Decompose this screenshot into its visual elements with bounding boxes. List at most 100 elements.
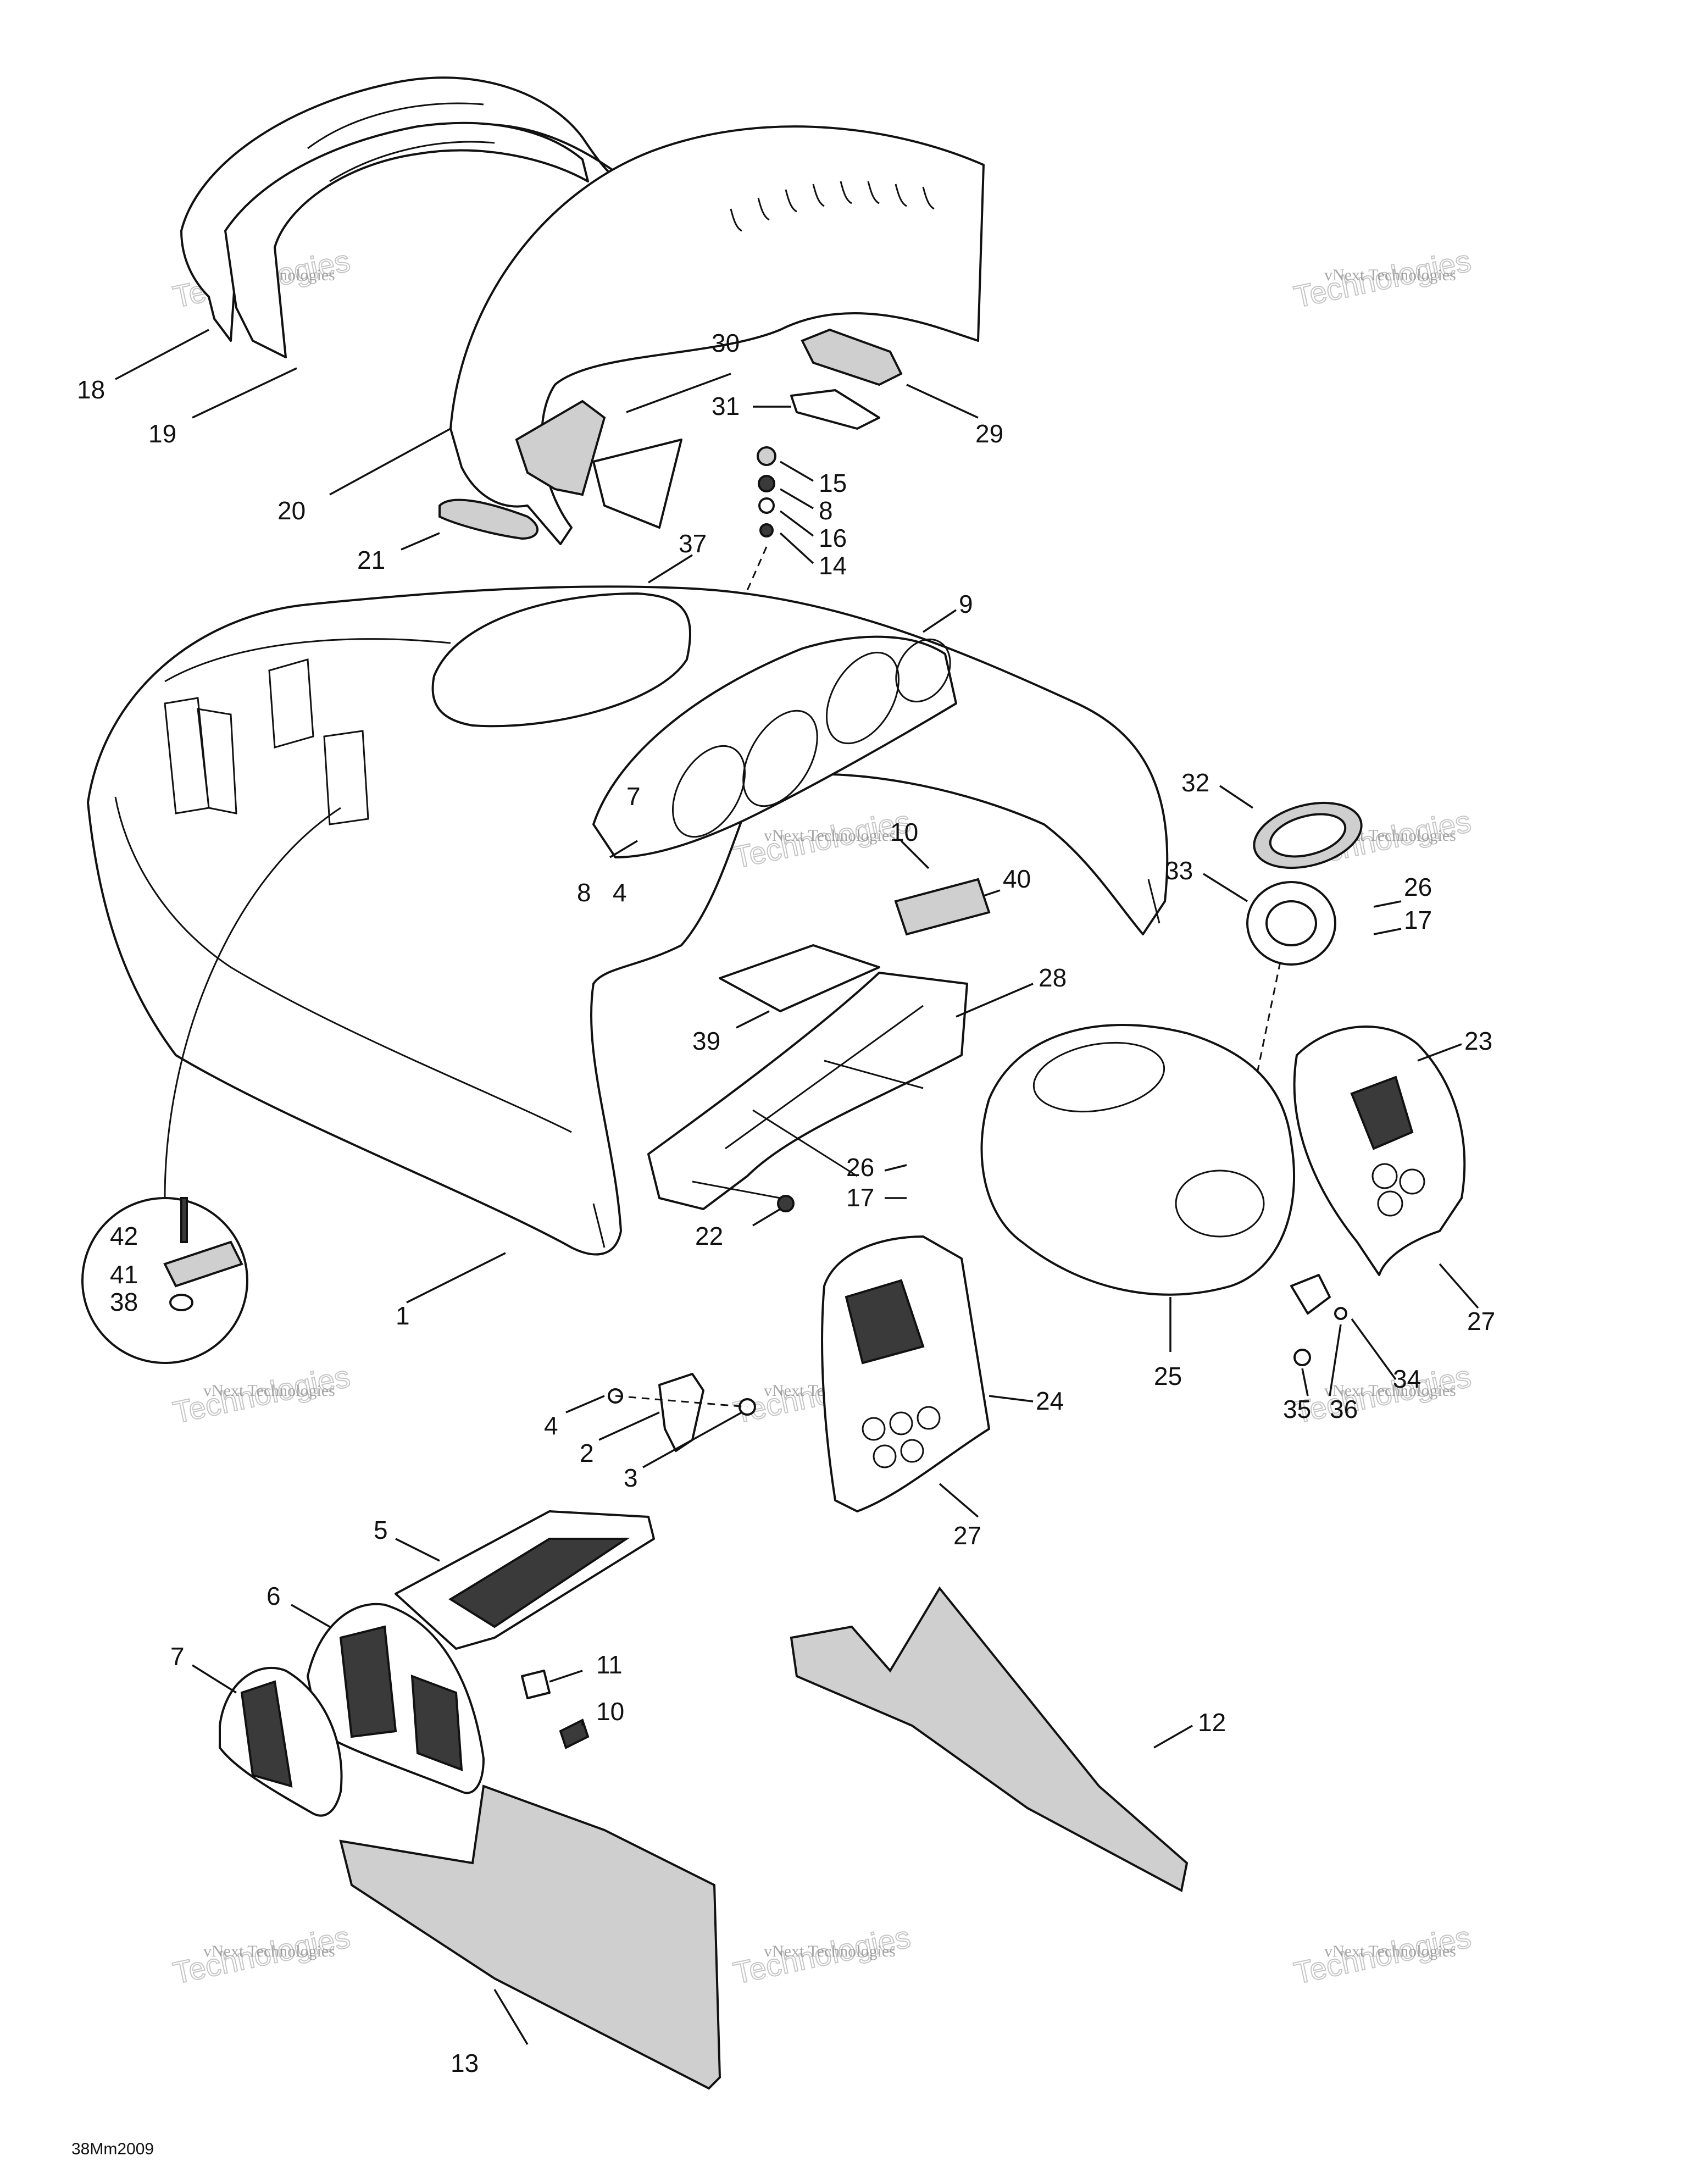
part-fastener-8a xyxy=(758,475,775,492)
part-rivet-42 xyxy=(180,1197,188,1243)
callout-1: 1 xyxy=(396,1301,410,1330)
callout-14: 14 xyxy=(819,551,847,580)
part-ring-32-inner xyxy=(1269,813,1347,858)
callout-6: 6 xyxy=(266,1582,281,1610)
callout-31: 31 xyxy=(712,392,740,420)
callout-21: 21 xyxy=(357,546,385,574)
callout-42: 42 xyxy=(110,1222,138,1250)
callout-4-upper: 4 xyxy=(613,878,627,907)
callout-10-lower: 10 xyxy=(596,1697,624,1726)
part-clip-11 xyxy=(521,1670,551,1699)
part-side-panel-24 xyxy=(821,1235,990,1512)
part-foam-40 xyxy=(894,878,991,936)
callout-40: 40 xyxy=(1003,864,1031,893)
part-clip-34 xyxy=(1290,1274,1331,1315)
callout-3: 3 xyxy=(624,1464,638,1492)
callout-27-right: 27 xyxy=(1467,1307,1495,1335)
side-panel-23-hole-1 xyxy=(1372,1163,1398,1189)
hood-slot-bottom xyxy=(592,1203,606,1248)
callout-2: 2 xyxy=(580,1439,594,1467)
part-panel-30b xyxy=(592,439,682,529)
inset-leader xyxy=(164,807,341,1199)
part-screw-36 xyxy=(1334,1307,1347,1320)
part-windshield-inner xyxy=(224,121,589,358)
windshield-detail-line-2 xyxy=(329,141,495,182)
svg-text:vNext Technologies: vNext Technologies xyxy=(1324,266,1456,284)
part-console-25 xyxy=(980,1024,1296,1296)
side-panel-24-hole-1 xyxy=(862,1417,886,1441)
callout-32: 32 xyxy=(1181,768,1209,797)
gauge-far-right xyxy=(895,638,951,703)
windshield-detail-line xyxy=(307,102,484,149)
callout-27-lower: 27 xyxy=(953,1521,981,1550)
part-filter-39 xyxy=(719,944,880,1012)
callout-11: 11 xyxy=(596,1650,623,1679)
side-panel-24-hole-3 xyxy=(917,1406,941,1430)
gauge-center xyxy=(742,709,818,807)
grille-6-mesh xyxy=(339,1625,463,1771)
svg-text:vNext Technologies: vNext Technologies xyxy=(203,1942,335,1960)
callout-41: 41 xyxy=(110,1260,138,1289)
part-plate-41 xyxy=(163,1240,243,1288)
callout-16: 16 xyxy=(819,524,847,552)
side-panel-23-hole-2 xyxy=(1399,1168,1425,1195)
callout-30: 30 xyxy=(712,329,740,357)
part-bracket-30 xyxy=(515,400,606,496)
callout-22: 22 xyxy=(695,1222,723,1250)
callout-9: 9 xyxy=(959,590,973,618)
callout-7-lower: 7 xyxy=(170,1642,185,1671)
part-bracket-2 xyxy=(658,1373,704,1452)
svg-text:vNext Technologies: vNext Technologies xyxy=(764,1942,896,1960)
callouts: 18 19 20 21 30 31 29 15 8 16 14 37 9 7 1… xyxy=(77,329,1495,2077)
callout-26-right: 26 xyxy=(1404,873,1432,901)
svg-text:vNext Technologies: vNext Technologies xyxy=(1324,1942,1456,1960)
callout-15: 15 xyxy=(819,469,847,497)
bracket-axis xyxy=(615,1395,748,1408)
callout-13: 13 xyxy=(451,2049,479,2077)
part-bracket-29 xyxy=(801,328,903,386)
callout-19: 19 xyxy=(148,419,176,448)
callout-33: 33 xyxy=(1165,856,1193,885)
callout-4-lower: 4 xyxy=(544,1411,558,1440)
windshield-ribs xyxy=(730,181,935,232)
hood-contour-1 xyxy=(114,796,572,1133)
callout-10-upper: 10 xyxy=(890,818,918,846)
callout-35: 35 xyxy=(1283,1395,1311,1423)
callout-7-upper: 7 xyxy=(626,782,641,811)
callout-20: 20 xyxy=(277,496,306,525)
callout-39: 39 xyxy=(692,1027,720,1055)
part-fastener-16 xyxy=(758,497,775,514)
callout-8: 8 xyxy=(819,496,833,525)
side-panel-24-hole-2 xyxy=(889,1411,913,1435)
part-screw-10 xyxy=(559,1719,590,1749)
part-foam-pad-12 xyxy=(790,1586,1189,1893)
tray-grid xyxy=(692,1005,924,1199)
callout-18: 18 xyxy=(77,375,105,404)
side-panel-23-hole-3 xyxy=(1377,1190,1403,1217)
hood-vent-left-2 xyxy=(268,658,369,825)
callout-12: 12 xyxy=(1198,1708,1226,1737)
drawing-code: 38Mm2009 xyxy=(71,2140,154,2158)
hood-slot-right xyxy=(1147,879,1160,924)
svg-text:vNext Technologies: vNext Technologies xyxy=(1324,1382,1456,1400)
callout-36: 36 xyxy=(1330,1395,1358,1423)
part-bracket-31 xyxy=(790,389,880,430)
part-fastener-14 xyxy=(759,523,774,537)
side-panel-23-mesh xyxy=(1350,1076,1414,1150)
part-handle-21 xyxy=(438,498,539,540)
side-panel-24-hole-5 xyxy=(900,1439,924,1463)
part-side-panel-23 xyxy=(1293,1026,1466,1276)
side-panel-24-hole-4 xyxy=(873,1444,897,1468)
leader-lines xyxy=(115,329,1479,2045)
callout-17-right: 17 xyxy=(1404,906,1432,934)
grille-5-mesh xyxy=(448,1538,630,1628)
callout-8-lower: 8 xyxy=(577,878,591,907)
console-upper-opening xyxy=(1032,1041,1165,1113)
svg-text:vNext Technologies: vNext Technologies xyxy=(203,1382,335,1400)
callout-38: 38 xyxy=(110,1288,138,1316)
callout-28: 28 xyxy=(1039,963,1067,992)
